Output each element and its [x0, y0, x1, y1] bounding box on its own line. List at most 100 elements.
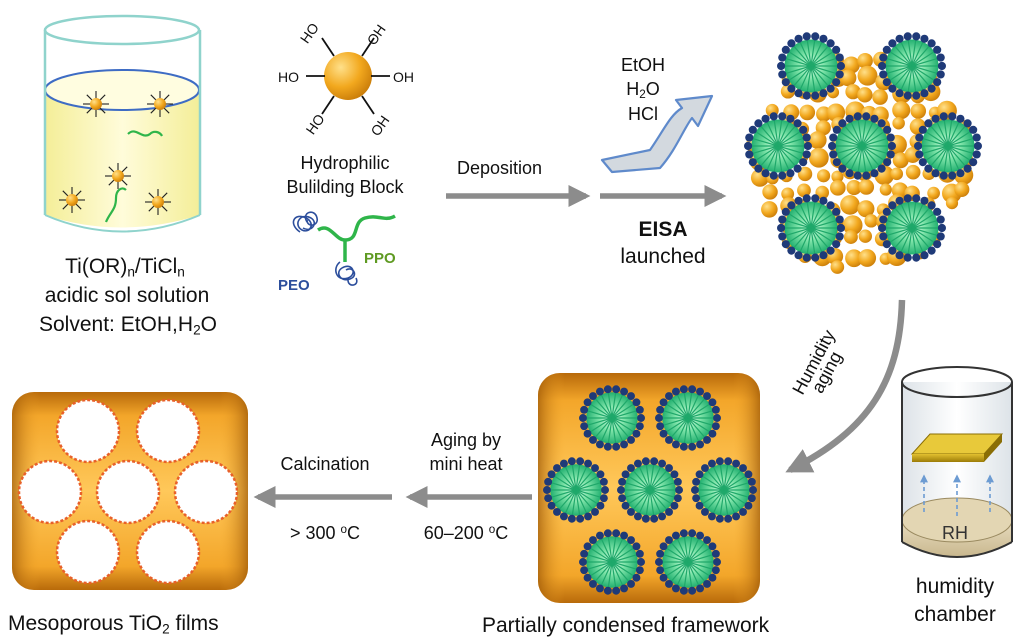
ti-precursor [83, 91, 109, 117]
etoh-label: EtOH [620, 55, 665, 75]
ti-oxo-cluster [846, 179, 862, 196]
hydroxyl-label: OH [393, 69, 414, 85]
calcination-temp-label: > 300 oC [289, 523, 361, 543]
ti-oxo-cluster [840, 195, 860, 215]
ti-precursor [145, 189, 171, 215]
ti-precursor [147, 91, 173, 117]
mesoporous-label: Mesoporous TiO2 films [8, 612, 219, 637]
ti-oxo-cluster [826, 103, 846, 122]
sol-beaker [43, 14, 202, 233]
chamber-label-1: humidity [915, 575, 995, 598]
ti-precursor-molecules [59, 91, 173, 223]
process-arrows [253, 185, 906, 508]
mesopore [17, 459, 83, 525]
ti-precursor [105, 163, 131, 189]
hydroxyl-label: HO [278, 69, 299, 85]
mesopore [135, 398, 201, 464]
ti-oxo-cluster [892, 101, 911, 120]
evaporation-arrow [600, 94, 714, 174]
ti-oxo-cluster [954, 181, 970, 197]
ti-oxo-cluster [927, 186, 940, 200]
ti-oxo-cluster [857, 65, 878, 86]
aging-temp-label: 60–200 oC [423, 523, 509, 543]
ti-oxo-cluster [905, 164, 921, 180]
humidity-aging-arrow [785, 299, 906, 473]
mesopore [55, 398, 121, 464]
sol-solution-label: acidic sol solution [44, 284, 210, 307]
ti-oxo-cluster [857, 87, 873, 103]
calcination-label: Calcination [280, 454, 370, 474]
ti-oxo-cluster [799, 104, 816, 121]
ti-oxo-cluster [845, 249, 863, 268]
copolymer-in-sol [127, 130, 163, 137]
micelle [744, 112, 812, 180]
rh-label: RH [942, 523, 968, 543]
peo-label: PEO [278, 277, 310, 294]
mini-heat-label: mini heat [429, 454, 503, 474]
ti-precursor [59, 187, 85, 213]
ti-oxo-cluster [830, 260, 845, 274]
as-deposited-mesophase [744, 32, 982, 274]
ti-oxo-cluster [904, 147, 921, 163]
mesopore [173, 459, 239, 525]
hydrophilic-building-block: HO OH HO OH HO OH [278, 20, 414, 139]
ti-oxo-cluster [945, 197, 959, 210]
ti-oxo-cluster [839, 69, 857, 87]
mesopore [95, 459, 161, 525]
building-block-label-2: Bulilding Block [286, 177, 404, 197]
micelle [655, 529, 721, 595]
humidity-chamber-vessel [901, 366, 1013, 558]
ti-oxo-cluster [830, 180, 846, 196]
micelle [914, 112, 982, 180]
mesopore [55, 519, 121, 585]
hydroxyl-label: HO [297, 20, 322, 46]
chamber-label-2: chamber [914, 603, 996, 626]
micelle [878, 194, 946, 262]
ti-oxo-cluster [890, 167, 904, 181]
micelle [828, 112, 896, 180]
solvent-label: Solvent: EtOH,H2O [39, 313, 217, 338]
hydroxyl-label: OH [364, 22, 389, 48]
ti-oxo-cluster [872, 89, 888, 105]
aging-by-label: Aging by [430, 430, 502, 450]
ti-oxo-cluster [843, 230, 858, 244]
micelle [655, 385, 721, 451]
ti-oxo-cluster [858, 179, 875, 195]
ti-oxo-cluster [797, 166, 813, 182]
deposition-label: Deposition [457, 158, 543, 178]
ti-oxo-cluster [857, 52, 873, 69]
hydroxyl-label: HO [303, 111, 328, 137]
eisa-label: EISA [638, 218, 688, 241]
ti-oxo-cluster [761, 201, 778, 218]
partially-condensed-film [538, 373, 760, 603]
mesopore [135, 519, 201, 585]
water-label: H2O [626, 79, 660, 101]
copolymer-in-sol [104, 187, 127, 223]
ti-oxo-cluster [845, 84, 861, 100]
micelle [878, 32, 946, 100]
ti-oxo-cluster [858, 229, 873, 243]
ti-oxo-cluster [842, 215, 863, 236]
micelle [579, 529, 645, 595]
partially-condensed-label: Partially condensed framework [482, 614, 770, 637]
micelle [777, 32, 845, 100]
ti-oxo-cluster [892, 116, 905, 130]
mesoporous-tio2-film [12, 392, 248, 590]
ti-oxo-cluster [815, 185, 830, 200]
ti-oxo-cluster [762, 184, 778, 200]
ti-oxo-cluster [910, 103, 927, 119]
ti-oxo-cluster [808, 147, 829, 168]
hydroxyl-label: OH [367, 112, 392, 138]
ppo-label: PPO [364, 250, 396, 267]
ti-oxo-cluster [797, 183, 811, 198]
ti-oxo-cluster [864, 214, 878, 228]
ti-oxo-cluster [858, 249, 877, 267]
ti-oxo-cluster [892, 152, 909, 169]
ti-oxo-cluster [808, 131, 827, 149]
micelle [691, 457, 757, 523]
micelle [543, 457, 609, 523]
precursor-formula: Ti(OR)n/TiCln [65, 255, 185, 280]
ti-oxo-cluster [857, 200, 875, 218]
micelle [579, 385, 645, 451]
ti-oxo-cluster [831, 170, 844, 183]
